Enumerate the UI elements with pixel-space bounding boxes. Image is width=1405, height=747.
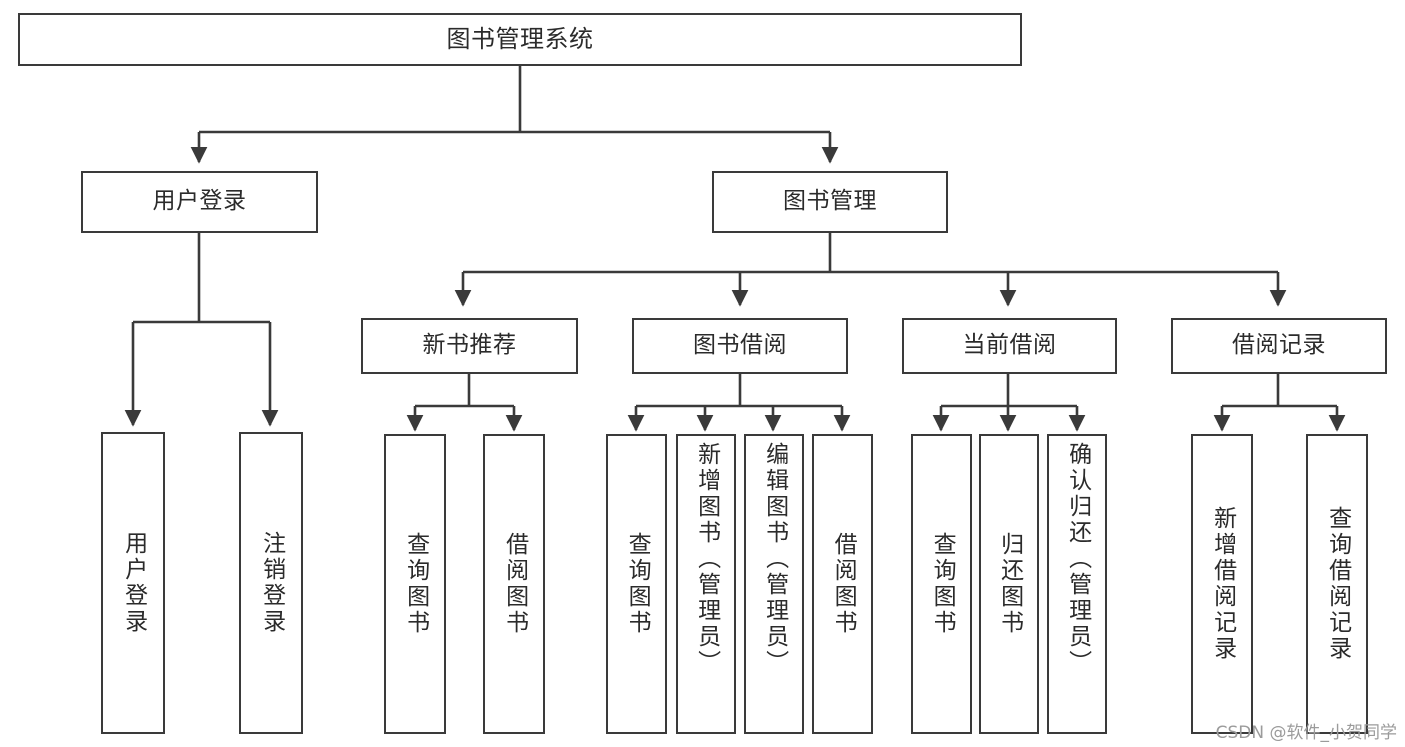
node-book-borrow[interactable]: 图书借阅 (632, 318, 848, 374)
node-label: 用户登录 (120, 531, 147, 635)
leaf-query-record[interactable]: 查询借阅记录 (1306, 434, 1368, 734)
node-label: 注销登录 (258, 531, 285, 635)
node-label: 编辑图书（管理员） (761, 442, 788, 676)
node-book-manage[interactable]: 图书管理 (712, 171, 948, 233)
node-label: 查询图书 (624, 532, 651, 636)
node-borrow-record[interactable]: 借阅记录 (1171, 318, 1387, 374)
leaf-borrow-book-1[interactable]: 借阅图书 (483, 434, 545, 734)
node-label: 借阅图书 (501, 532, 528, 636)
node-label: 查询图书 (929, 532, 956, 636)
node-label: 图书借阅 (693, 332, 787, 359)
node-label: 新书推荐 (422, 332, 517, 359)
node-label: 图书管理 (783, 188, 877, 215)
node-label: 用户登录 (152, 188, 247, 215)
node-label: 确认归还（管理员） (1064, 442, 1091, 676)
leaf-logout-login[interactable]: 注销登录 (239, 432, 303, 734)
leaf-query-book-3[interactable]: 查询图书 (911, 434, 972, 734)
csdn-watermark: CSDN @软件_小贺同学 (1215, 723, 1397, 743)
leaf-return-book[interactable]: 归还图书 (979, 434, 1039, 734)
node-current-borrow[interactable]: 当前借阅 (902, 318, 1117, 374)
node-label: 借阅记录 (1232, 332, 1326, 359)
node-label: 借阅图书 (830, 532, 857, 636)
leaf-query-book-1[interactable]: 查询图书 (384, 434, 446, 734)
node-label: 新增借阅记录 (1209, 506, 1236, 662)
node-label: 归还图书 (996, 532, 1023, 636)
node-label: 图书管理系统 (446, 25, 594, 54)
node-book-management-system[interactable]: 图书管理系统 (18, 13, 1022, 66)
node-label: 当前借阅 (962, 332, 1057, 359)
node-user-login[interactable]: 用户登录 (81, 171, 318, 233)
node-label: 查询借阅记录 (1324, 506, 1351, 662)
leaf-add-book[interactable]: 新增图书（管理员） (676, 434, 736, 734)
leaf-edit-book[interactable]: 编辑图书（管理员） (744, 434, 804, 734)
node-label: 查询图书 (402, 532, 429, 636)
leaf-confirm-return[interactable]: 确认归还（管理员） (1047, 434, 1107, 734)
node-label: 新增图书（管理员） (693, 442, 720, 676)
leaf-borrow-book-2[interactable]: 借阅图书 (812, 434, 873, 734)
leaf-add-record[interactable]: 新增借阅记录 (1191, 434, 1253, 734)
leaf-user-login[interactable]: 用户登录 (101, 432, 165, 734)
node-new-book-recommend[interactable]: 新书推荐 (361, 318, 578, 374)
leaf-query-book-2[interactable]: 查询图书 (606, 434, 667, 734)
